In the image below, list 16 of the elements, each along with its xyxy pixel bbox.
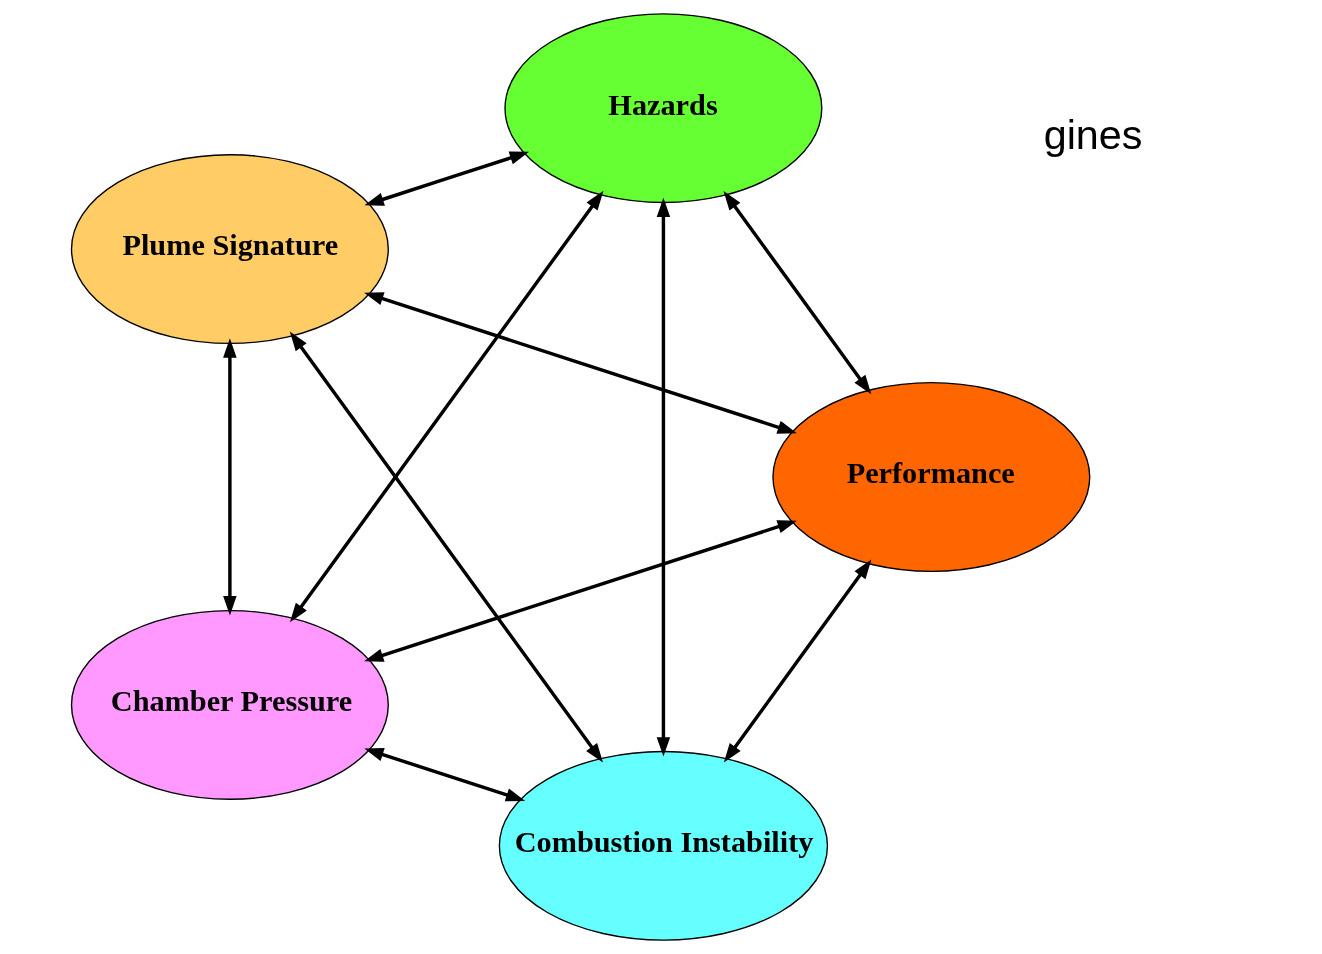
node-ellipse: Chamber Pressure: [70, 609, 389, 800]
arrow: [363, 748, 525, 802]
node-ellipse: Plume Signature: [70, 154, 389, 345]
arrow: [363, 292, 797, 434]
arrow: [723, 559, 871, 763]
node-ellipse: Hazards: [503, 13, 822, 204]
arrow: [656, 197, 670, 757]
arrow: [222, 338, 237, 616]
arrow: [364, 151, 529, 206]
arrow: [723, 191, 871, 395]
node-ellipse: Performance: [771, 381, 1090, 573]
node-ellipse: Combustion Instability: [498, 750, 828, 941]
arrow: [289, 190, 603, 623]
arrow: [289, 331, 603, 763]
arrow: [363, 520, 797, 662]
label: gines: [1043, 111, 1142, 158]
